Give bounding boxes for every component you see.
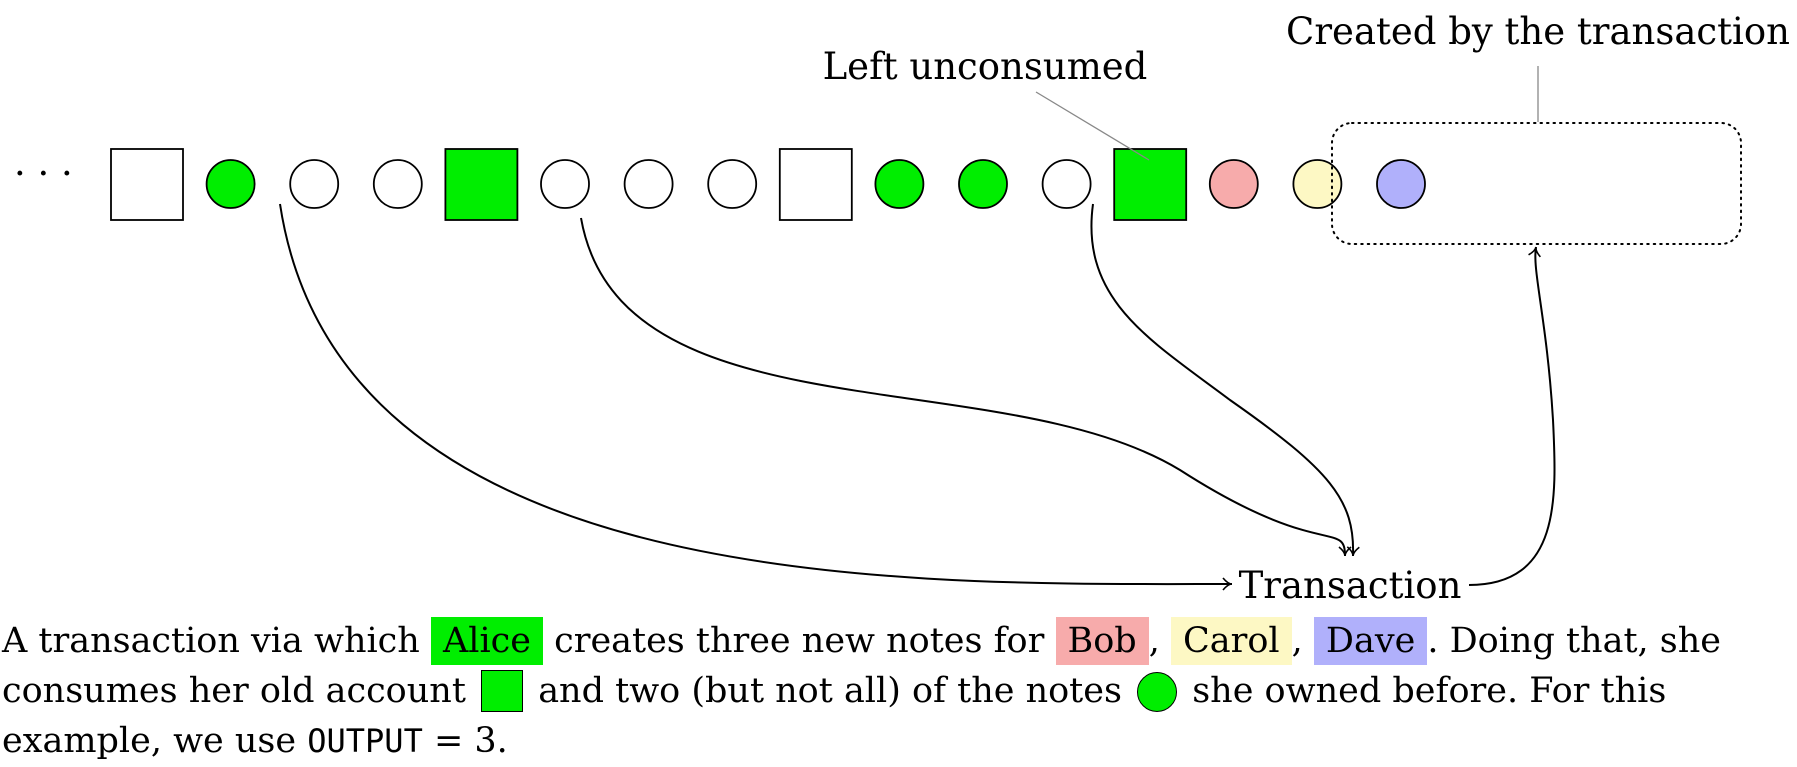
arrow-transaction-to-created [1468, 246, 1556, 586]
caption-text: she owned before. For this [1192, 671, 1667, 711]
note-circle-9 [874, 159, 925, 209]
caption-text: example, we use [2, 721, 297, 761]
account-square-4 [444, 148, 519, 221]
carol-highlight: Carol [1170, 617, 1292, 665]
unconsumed-label-pointer [1035, 91, 1150, 161]
note-circle-6 [623, 159, 674, 209]
green-note-circle-icon [1137, 672, 1178, 712]
account-square-12 [1113, 148, 1188, 221]
unconsumed-label: Left unconsumed [823, 45, 1148, 88]
caption-text: , [1291, 621, 1303, 661]
note-circle-13 [1208, 159, 1259, 209]
dave-highlight: Dave [1313, 617, 1428, 665]
transaction-diagram: · · · Created by the transaction Left un… [14, 10, 1790, 607]
note-circle-15 [1376, 159, 1426, 209]
caption-text: and two (but not all) of the notes [538, 671, 1122, 711]
bob-highlight: Bob [1055, 617, 1149, 665]
caption-text: creates three new notes for [554, 621, 1045, 661]
note-circle-14 [1292, 159, 1343, 209]
arrow-alice-account-to-transaction [580, 217, 1352, 557]
note-circle-5 [540, 159, 590, 209]
note-circle-11 [1041, 159, 1092, 209]
caption-line-3: example, we use OUTPUT = 3. [2, 716, 1782, 766]
created-label: Created by the transaction [1286, 10, 1790, 53]
alice-highlight: Alice [430, 617, 543, 665]
ellipsis: · · · [14, 152, 73, 195]
note-circle-3 [372, 159, 423, 209]
caption-line-2: consumes her old account and two (but no… [2, 666, 1782, 716]
caption-text: consumes her old account [2, 671, 466, 711]
caption-line-1: A transaction via which Alice creates th… [2, 616, 1782, 666]
note-circle-7 [707, 159, 758, 209]
account-square-8 [778, 148, 853, 221]
arrow-green-note-2-to-transaction [1090, 203, 1360, 557]
caption-text: = 3. [422, 721, 508, 761]
ledger-row [110, 148, 1426, 221]
output-code: OUTPUT [307, 722, 423, 760]
note-circle-10 [958, 159, 1008, 209]
caption: A transaction via which Alice creates th… [2, 616, 1782, 766]
caption-text: A transaction via which [2, 621, 420, 661]
created-group-box [1331, 122, 1742, 245]
transaction-label: Transaction [1239, 564, 1462, 607]
green-account-square-icon [481, 670, 524, 712]
caption-text: , [1148, 621, 1160, 661]
note-circle-1 [205, 159, 256, 209]
account-square-0 [110, 148, 184, 221]
arrow-green-note-to-transaction [279, 203, 1233, 591]
note-circle-2 [289, 159, 340, 209]
caption-text: . Doing that, she [1427, 621, 1721, 661]
